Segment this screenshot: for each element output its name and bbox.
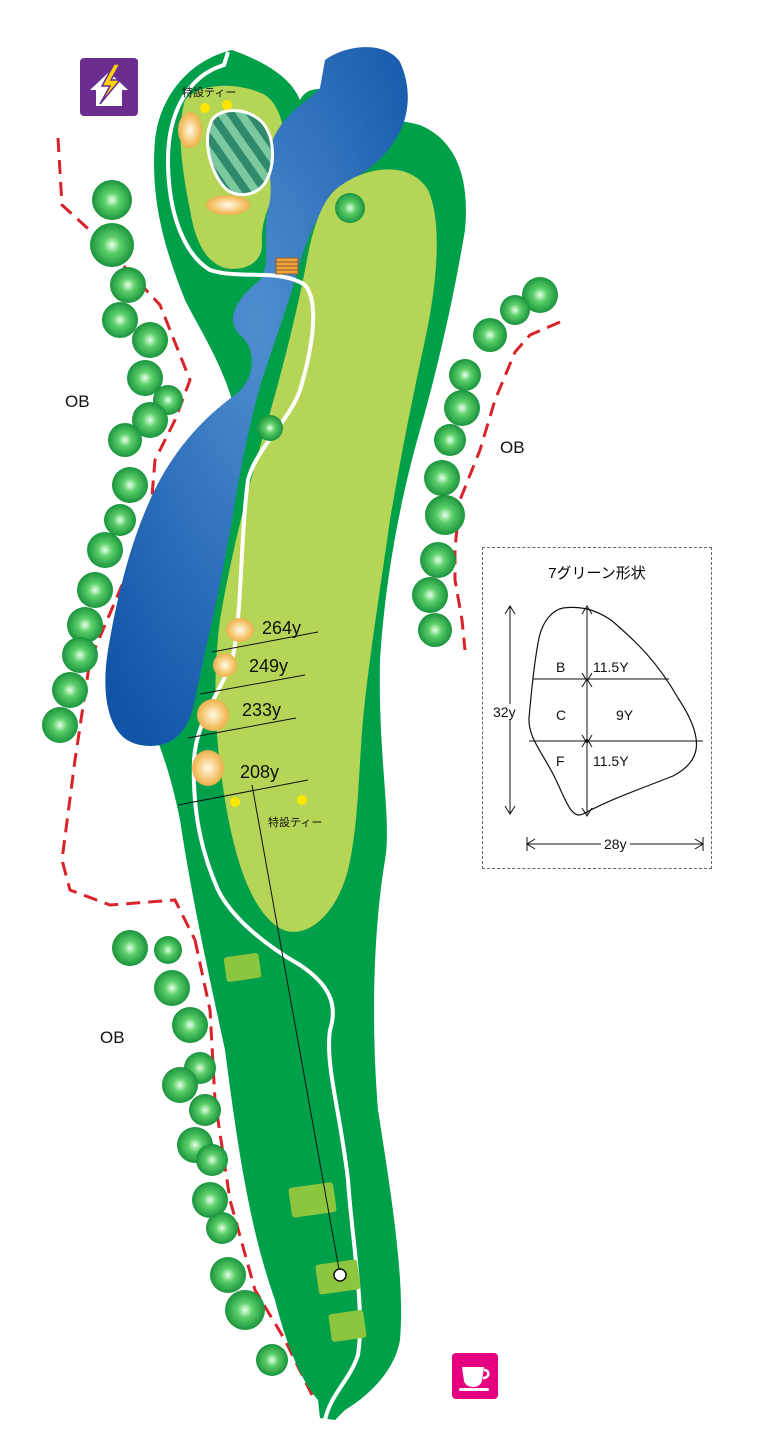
water-hazard bbox=[105, 47, 408, 746]
ob-label-left-lower: OB bbox=[100, 1028, 125, 1047]
cart-path bbox=[165, 51, 363, 1421]
bridge bbox=[275, 257, 299, 275]
yardage-233: 233y bbox=[242, 700, 282, 720]
green-length-c: 9Y bbox=[616, 707, 634, 723]
yardage-lines bbox=[177, 631, 319, 806]
special-tee-markers bbox=[200, 100, 307, 807]
green-shape-panel: 7グリーン形状 B C F 11.5Y 9Y 11.5Y 32y 28y bbox=[482, 547, 712, 869]
trees bbox=[42, 180, 558, 1376]
special-tee-label-upper: 特設ティー bbox=[182, 87, 237, 99]
green-section-c: C bbox=[556, 707, 567, 723]
yardage-249: 249y bbox=[249, 656, 289, 676]
green-shape-diagram bbox=[504, 605, 704, 851]
green-width-label: 28y bbox=[601, 836, 630, 852]
green-length-f: 11.5Y bbox=[593, 753, 629, 769]
special-tee-label-lower: 特設ティー bbox=[268, 817, 323, 829]
tee-position-marker bbox=[333, 1268, 347, 1282]
ob-label-right: OB bbox=[500, 438, 525, 457]
green-depth-label: 32y bbox=[493, 704, 516, 720]
yardage-208: 208y bbox=[240, 762, 280, 782]
yardage-264: 264y bbox=[262, 618, 302, 638]
shot-line bbox=[251, 784, 341, 1276]
green-section-f: F bbox=[556, 753, 565, 769]
lightning-house-icon[interactable] bbox=[80, 58, 138, 116]
fairway bbox=[215, 169, 437, 932]
ob-label-left-upper: OB bbox=[65, 392, 90, 411]
coffee-cup-icon[interactable] bbox=[452, 1353, 498, 1399]
green-length-b: 11.5Y bbox=[593, 659, 629, 675]
green-panel-title: 7グリーン形状 bbox=[548, 565, 646, 582]
putting-green bbox=[206, 109, 274, 197]
green-outline bbox=[528, 606, 698, 816]
green-section-b: B bbox=[556, 659, 566, 675]
bunkers bbox=[178, 112, 254, 786]
